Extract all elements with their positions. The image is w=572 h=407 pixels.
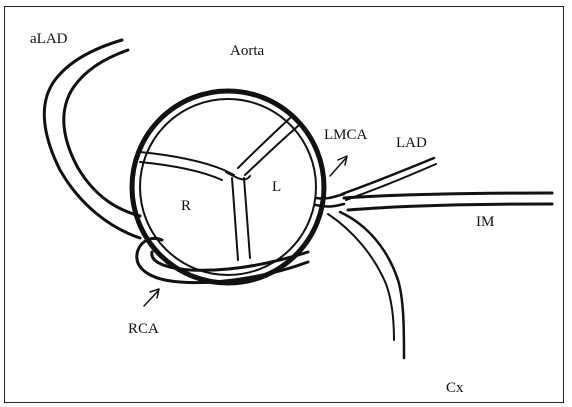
label-aorta: Aorta [230, 44, 264, 59]
label-rca: RCA [128, 322, 159, 337]
label-left-cusp: L [272, 180, 281, 195]
label-alad: aLAD [30, 32, 68, 47]
aortic-root-outer-ring [132, 91, 324, 283]
label-lmca: LMCA [324, 128, 367, 143]
label-cx: Cx [446, 381, 464, 396]
cx-vessel-inner [328, 214, 394, 340]
label-im: IM [476, 215, 494, 230]
lmca-pointer-arrow [330, 156, 347, 176]
label-lad: LAD [396, 136, 427, 151]
rca-pointer-arrow [144, 289, 159, 306]
label-right-cusp: R [181, 199, 191, 214]
lmca-vessel-upper [316, 194, 344, 199]
im-vessel-upper [344, 193, 552, 198]
im-vessel-lower [348, 204, 552, 210]
aortic-root-inner-ring [140, 99, 316, 275]
lad-vessel [342, 158, 434, 194]
